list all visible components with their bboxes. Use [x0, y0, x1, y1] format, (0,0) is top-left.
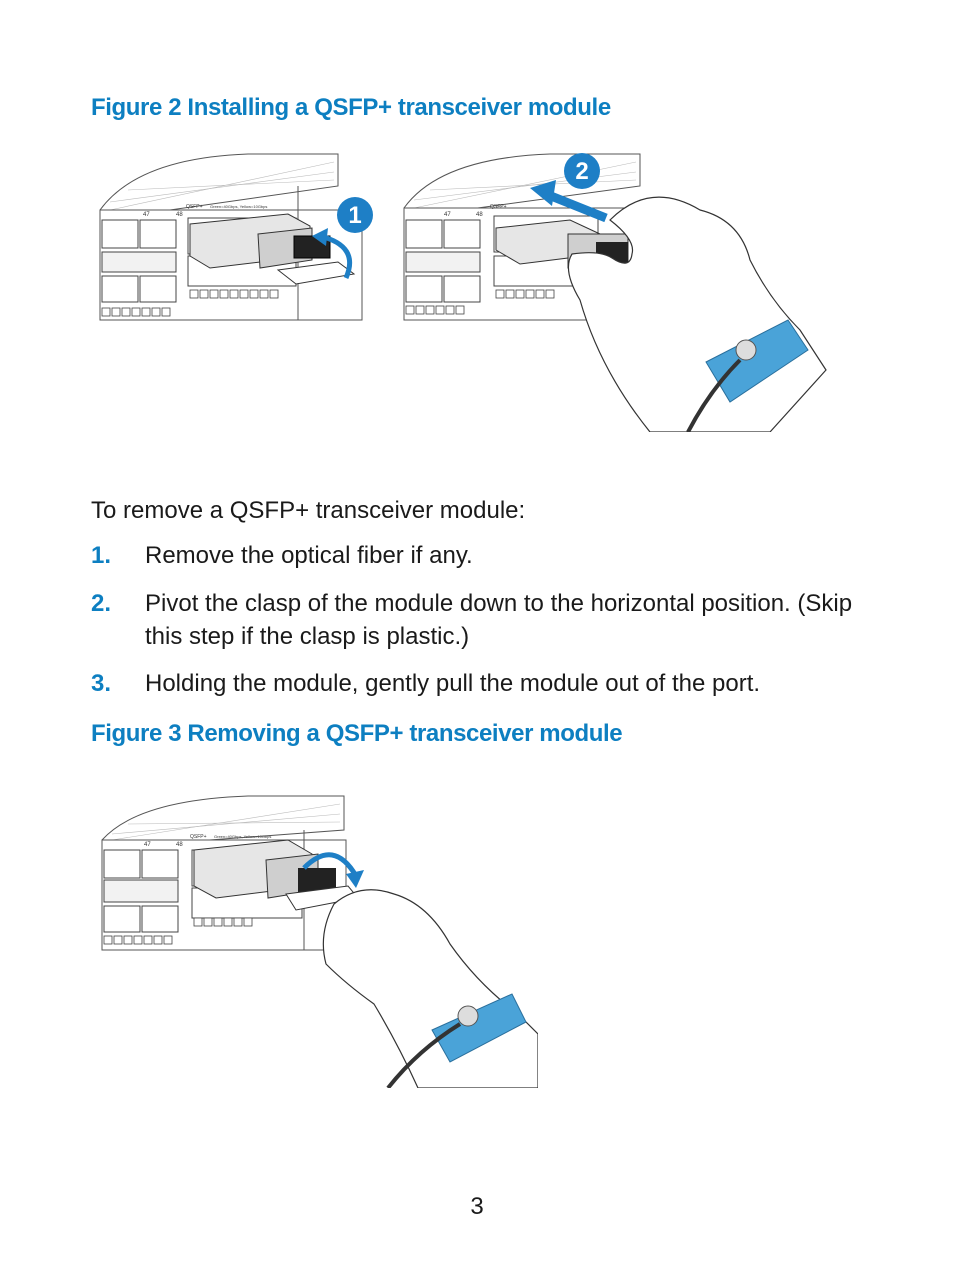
- figure-2-install-illustration: 47 48 QSFP+ Green=40Gbps, Yellow=10Gbps: [99, 153, 363, 321]
- port-48-label: 48: [176, 212, 183, 218]
- port-47-label: 47: [144, 842, 151, 848]
- figure-2-insert-illustration: 47 48 QSFP+: [403, 153, 827, 432]
- step-2-badge: 2: [564, 153, 600, 189]
- step-text: Pivot the clasp of the module down to th…: [145, 590, 853, 650]
- port-47-label: 47: [444, 212, 451, 218]
- qsfp-label: QSFP+: [190, 834, 207, 840]
- port-48-label: 48: [176, 842, 183, 848]
- figure-3-remove-illustration: 47 48 QSFP+ Green=40Gbps, Yellow=10Gbps: [101, 795, 538, 1088]
- led-legend: Green=40Gbps, Yellow=10Gbps: [210, 204, 267, 209]
- step-text: Holding the module, gently pull the modu…: [145, 670, 761, 697]
- qsfp-label: QSFP+: [186, 204, 203, 210]
- svg-text:2: 2: [575, 158, 588, 185]
- step-number: 3.: [91, 670, 112, 697]
- svg-text:1: 1: [348, 202, 361, 229]
- page-number: 3: [470, 1193, 484, 1220]
- led-legend: Green=40Gbps, Yellow=10Gbps: [214, 834, 271, 839]
- step-1-badge: 1: [337, 197, 373, 233]
- port-48-label: 48: [476, 212, 483, 218]
- step-number: 1.: [91, 542, 112, 569]
- figure-3-caption: Figure 3 Removing a QSFP+ transceiver mo…: [91, 720, 623, 747]
- intro-text: To remove a QSFP+ transceiver module:: [91, 497, 526, 524]
- step-text: Remove the optical fiber if any.: [145, 542, 473, 569]
- qsfp-label: QSFP+: [490, 204, 507, 210]
- port-47-label: 47: [143, 212, 150, 218]
- figure-2-caption: Figure 2 Installing a QSFP+ transceiver …: [91, 94, 611, 121]
- step-number: 2.: [91, 590, 112, 617]
